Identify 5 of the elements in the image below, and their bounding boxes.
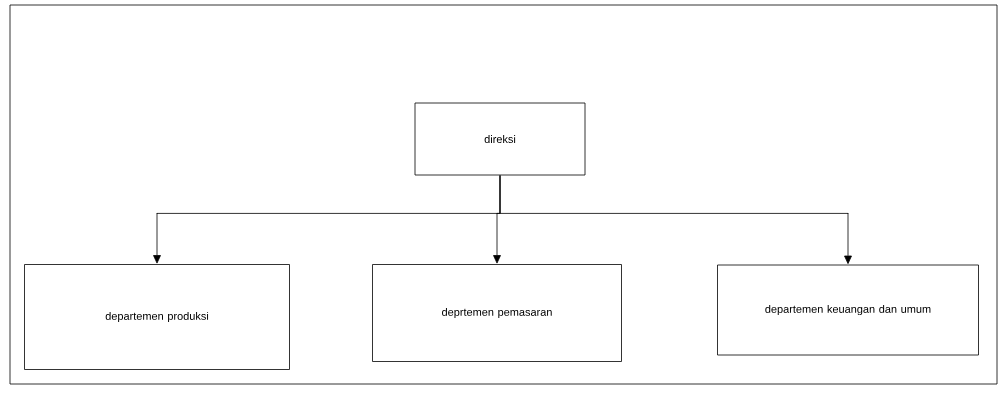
- org-box: direksi: [414, 102, 586, 176]
- arrow: [499, 175, 852, 264]
- org-box: departemen keuangan dan umum: [717, 264, 979, 356]
- org-box: departemen produksi: [24, 264, 290, 370]
- org-box: deprtemen pemasaran: [372, 264, 622, 362]
